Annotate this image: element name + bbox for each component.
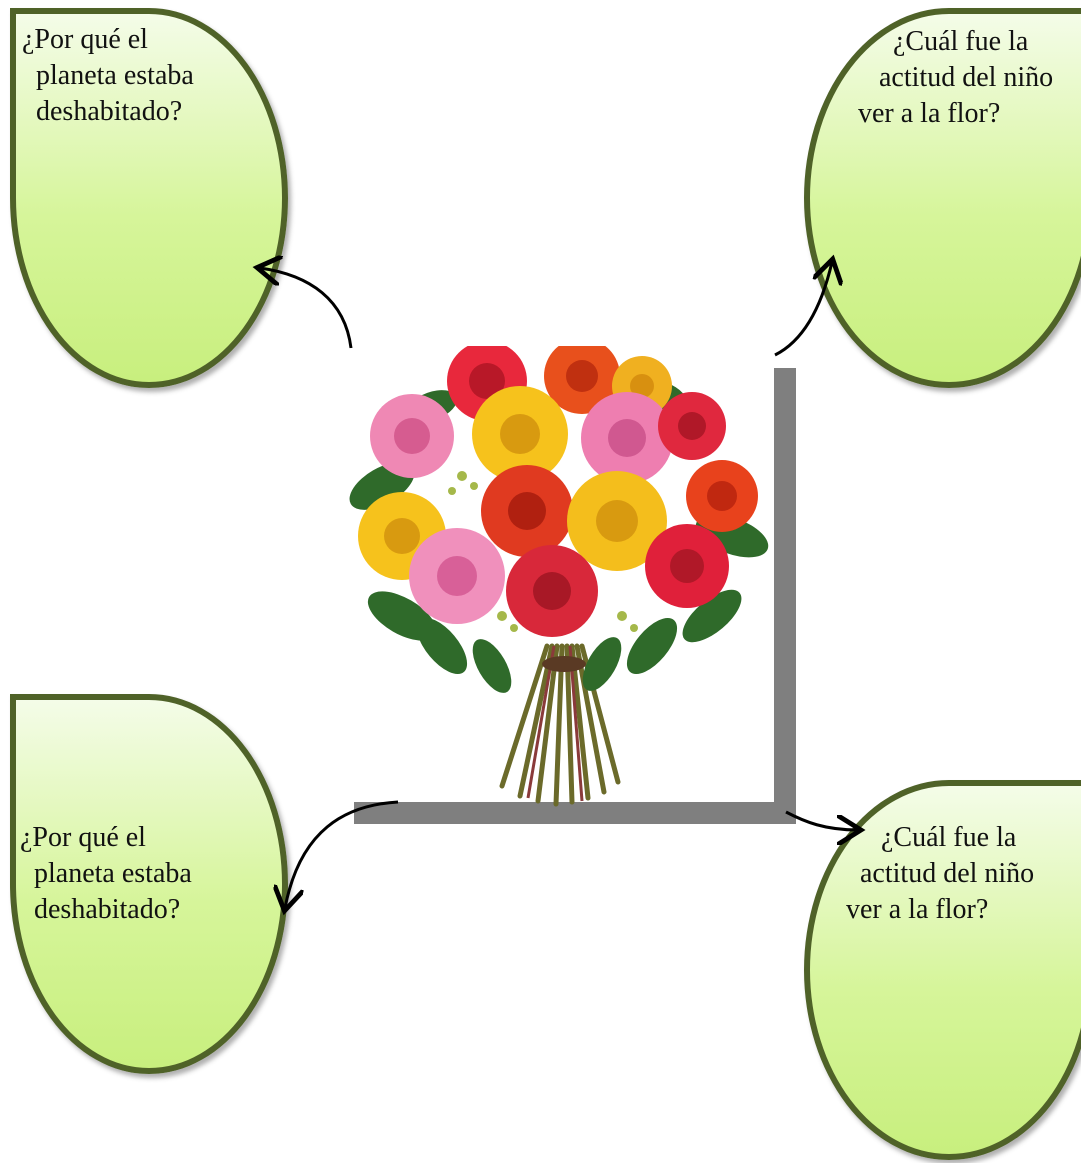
question-top-right: ¿Cuál fue la actitud del niño ver a la fl…	[858, 24, 1053, 132]
image-shadow-right	[774, 368, 796, 824]
rose-bouquet-image	[349, 346, 769, 807]
question-line: ¿Por qué el	[20, 822, 146, 853]
question-bottom-left: ¿Por qué el planeta estaba deshabitado?	[20, 820, 192, 928]
arrow-to-top-left	[260, 268, 353, 349]
bubble-top-left	[10, 8, 288, 388]
question-line: ¿Por qué el	[22, 24, 148, 55]
question-line: planeta estaba	[22, 60, 194, 91]
question-line: deshabitado?	[20, 894, 181, 925]
arrow-to-bottom-left	[285, 800, 399, 908]
arrow-to-top-right	[774, 262, 832, 357]
bubble-bottom-left	[10, 694, 288, 1074]
question-bottom-right: ¿Cuál fue la actitud del niño ver a la fl…	[846, 820, 1034, 928]
question-line: deshabitado?	[22, 96, 183, 127]
question-line: actitud del niño	[858, 62, 1054, 93]
question-line: ver a la flor?	[846, 894, 989, 925]
bubble-top-right	[804, 8, 1081, 388]
question-line: ver a la flor?	[858, 98, 1001, 129]
arrow-to-bottom-right	[785, 810, 858, 830]
question-line: actitud del niño	[846, 858, 1035, 889]
question-line: ¿Cuál fue la	[858, 26, 1029, 57]
question-line: ¿Cuál fue la	[846, 822, 1017, 853]
question-line: planeta estaba	[20, 858, 192, 889]
image-shadow-bottom	[354, 802, 796, 824]
question-top-left: ¿Por qué el planeta estaba deshabitado?	[22, 22, 194, 130]
